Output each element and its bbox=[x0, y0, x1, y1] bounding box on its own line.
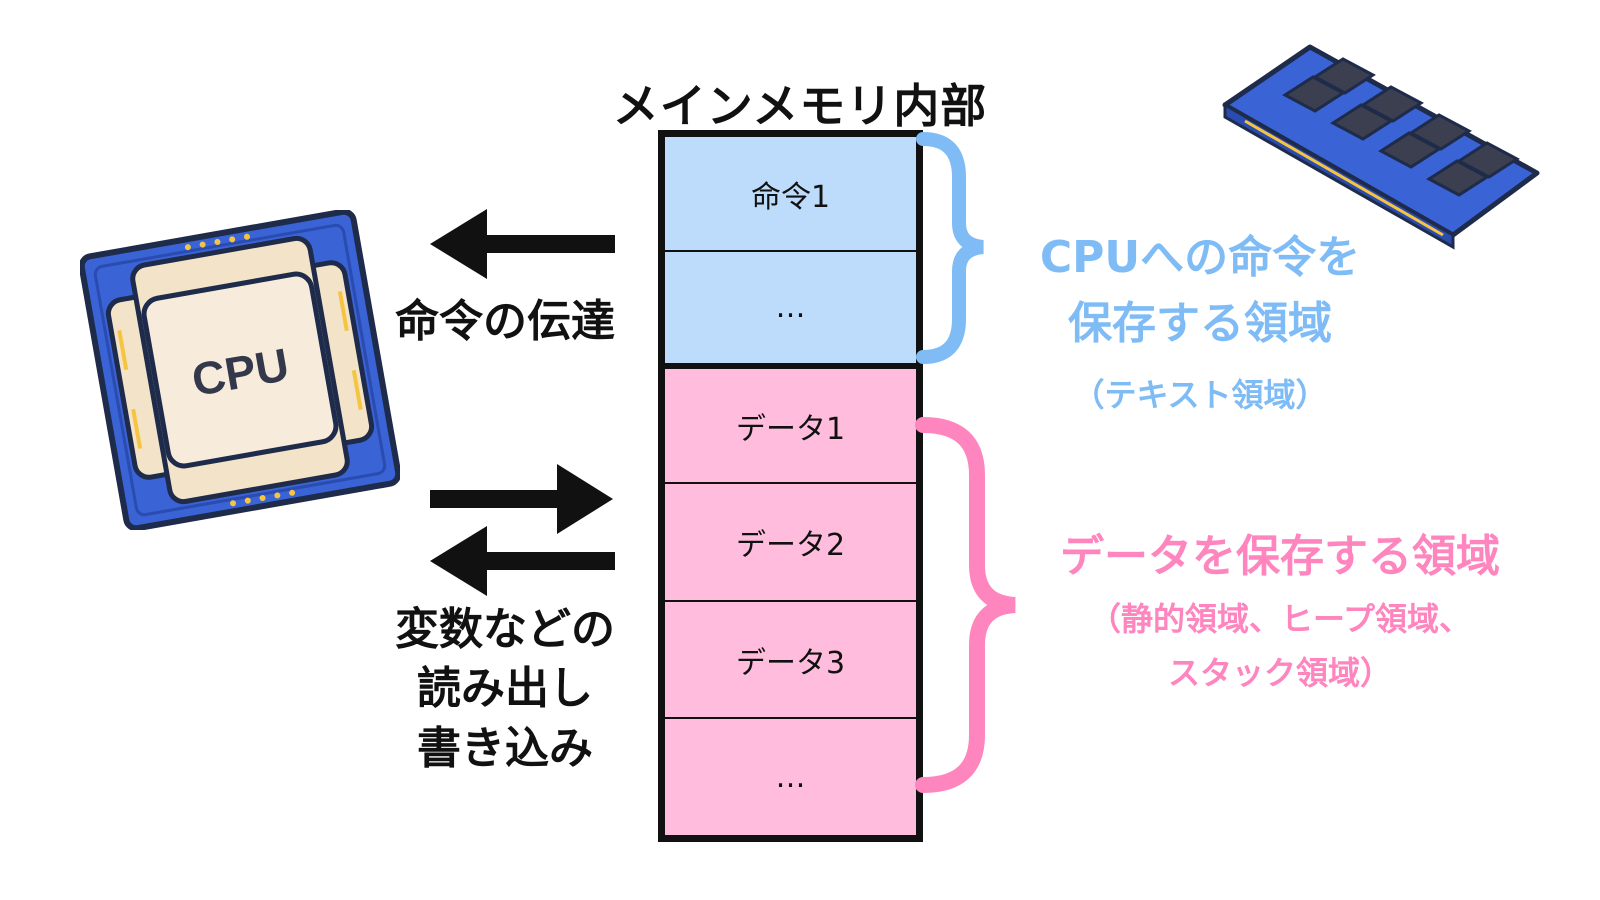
memory-cell-data-more: … bbox=[665, 719, 916, 835]
memory-cell-data-3: データ3 bbox=[665, 602, 916, 719]
instruction-arrow-left-icon bbox=[430, 209, 615, 279]
diagram-title: メインメモリ内部 bbox=[612, 79, 988, 133]
brace-graphics bbox=[915, 132, 1016, 793]
text-region-note: （テキスト領域） bbox=[1072, 376, 1328, 414]
write-arrow-right-icon bbox=[430, 464, 613, 534]
read-arrow-left-icon bbox=[430, 526, 615, 596]
memory-column: 命令1 … データ1 データ2 データ3 … bbox=[658, 130, 923, 842]
data-region-note-line1: （静的領域、ヒープ領域、 bbox=[1088, 600, 1472, 638]
data-access-label-line2: 読み出し bbox=[417, 663, 593, 715]
cpu-chip-icon: CPU bbox=[80, 210, 400, 530]
data-region-note-line2: スタック領域） bbox=[1167, 654, 1392, 693]
data-access-label-line1: 変数などの bbox=[395, 604, 615, 655]
data-region-brace bbox=[915, 417, 1016, 793]
data-region-label: データを保存する領域 bbox=[1060, 531, 1500, 582]
ram-module-icon bbox=[1222, 44, 1540, 250]
memory-cell-instruction-1: 命令1 bbox=[665, 137, 916, 252]
data-access-label-line3: 書き込み bbox=[417, 722, 593, 774]
text-region-brace bbox=[916, 132, 984, 364]
text-region-label-line2: 保存する領域 bbox=[1068, 298, 1332, 349]
memory-cell-data-2: データ2 bbox=[665, 484, 916, 602]
instruction-transfer-label: 命令の伝達 bbox=[395, 296, 615, 347]
text-region-label-line1: CPUへの命令を bbox=[1039, 232, 1361, 283]
memory-cell-data-1: データ1 bbox=[665, 369, 916, 484]
memory-cell-instruction-more: … bbox=[665, 252, 916, 369]
